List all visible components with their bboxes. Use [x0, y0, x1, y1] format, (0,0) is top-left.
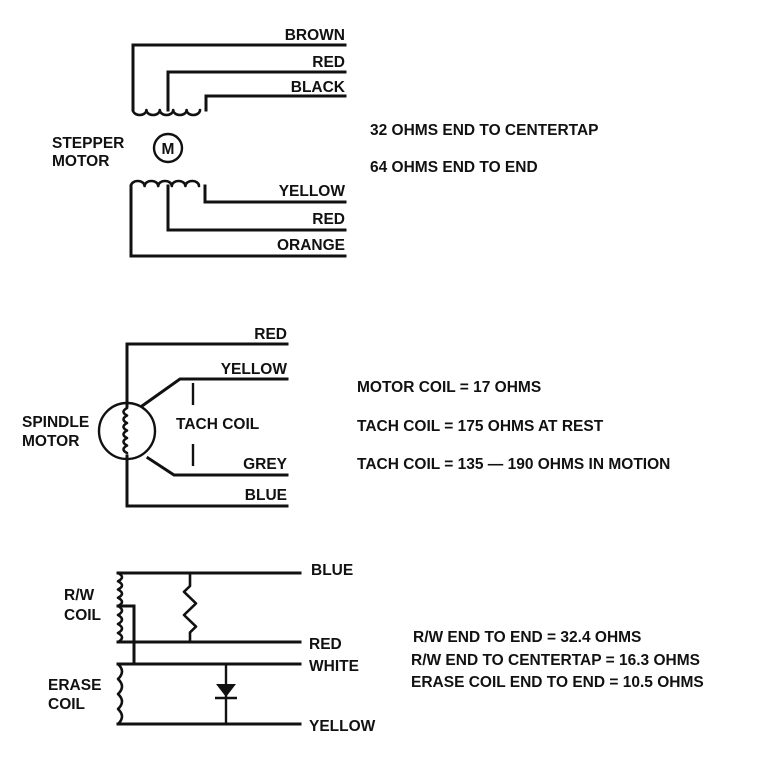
stepper-upper-winding [131, 108, 202, 117]
spindle-yellow-label: YELLOW [221, 361, 288, 378]
yellow-wire-label: YELLOW [279, 183, 346, 200]
spindle-note-3: TACH COIL = 135 — 190 OHMS IN MOTION [357, 456, 670, 473]
stepper-note-2: 64 OHMS END TO END [370, 159, 538, 176]
red-wire-bottom-label: RED [312, 211, 345, 228]
spindle-blue-label: BLUE [245, 487, 287, 504]
black-wire [204, 94, 347, 112]
spindle-motor-label-line2: MOTOR [22, 433, 79, 450]
head-note-3: ERASE COIL END TO END = 10.5 OHMS [411, 674, 704, 691]
head-note-2: R/W END TO CENTERTAP = 16.3 OHMS [411, 652, 700, 669]
spindle-motor-coil [122, 406, 129, 455]
spindle-motor-group: TACH COIL SPINDLE MOTOR RED YELLOW GREY … [22, 326, 670, 508]
black-wire-label: BLACK [291, 79, 346, 96]
erase-coil-label-line1: ERASE [48, 677, 101, 694]
stepper-motor-label-line2: MOTOR [52, 153, 109, 170]
yellow-wire [203, 184, 347, 204]
erase-coil-label-line2: COIL [48, 696, 85, 713]
tach-coil-label: TACH COIL [176, 416, 259, 433]
spindle-note-1: MOTOR COIL = 17 OHMS [357, 379, 541, 396]
head-white-label: WHITE [309, 658, 359, 675]
stepper-note-1: 32 OHMS END TO CENTERTAP [370, 122, 599, 139]
stepper-motor-group: M STEPPER MOTOR BROWN RED BLACK YELLOW R… [52, 27, 599, 258]
brown-wire [131, 43, 347, 112]
head-red-label: RED [309, 636, 342, 653]
red-wire-top [166, 70, 347, 112]
brown-wire-label: BROWN [285, 27, 345, 44]
head-coil-group: R/W COIL ERASE COIL BLUE RED WHITE YELLO… [48, 562, 704, 735]
rw-coil-label-line2: COIL [64, 607, 101, 624]
spindle-note-2: TACH COIL = 175 OHMS AT REST [357, 418, 604, 435]
spindle-motor-label-line1: SPINDLE [22, 414, 89, 431]
red-wire-bottom [166, 184, 347, 232]
stepper-motor-label-line1: STEPPER [52, 135, 124, 152]
diode-icon [216, 684, 236, 697]
red-wire-top-label: RED [312, 54, 345, 71]
stepper-motor-symbol-letter: M [162, 141, 175, 158]
rw-coil-upper [116, 571, 124, 608]
rw-coil-label-line1: R/W [64, 587, 95, 604]
rw-coil-lower [116, 604, 124, 644]
head-yellow-label: YELLOW [309, 718, 376, 735]
orange-wire [129, 184, 347, 258]
spindle-grey-label: GREY [243, 456, 288, 473]
spindle-yellow-wire [139, 377, 289, 409]
head-note-1: R/W END TO END = 32.4 OHMS [413, 629, 641, 646]
spindle-grey-wire [145, 455, 289, 477]
stepper-lower-winding [129, 179, 201, 188]
erase-coil [116, 662, 124, 726]
rw-centertap-wire [116, 604, 136, 666]
spindle-red-label: RED [254, 326, 287, 343]
head-blue-label: BLUE [311, 562, 353, 579]
stepper-motor-symbol [152, 132, 184, 164]
spindle-blue-wire [125, 454, 289, 508]
rw-reference-coil [182, 571, 198, 644]
spindle-motor-symbol [97, 401, 157, 461]
spindle-red-wire [125, 342, 289, 408]
orange-wire-label: ORANGE [277, 237, 345, 254]
